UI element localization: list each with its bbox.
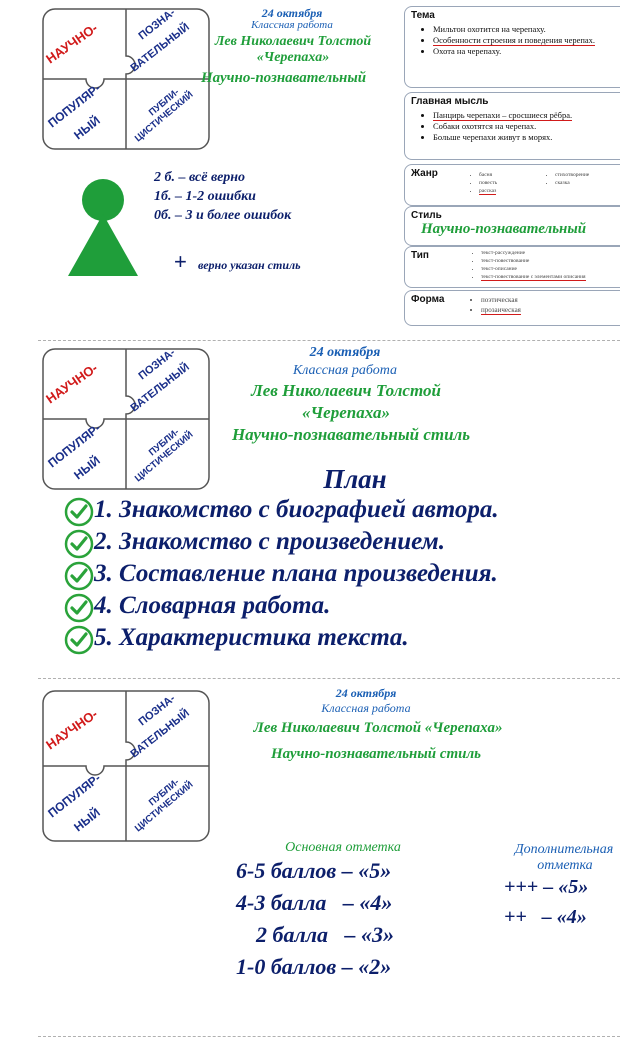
text-style: Научно-познавательный	[201, 70, 367, 86]
plan-item-2: 2. Знакомство с произведением.	[64, 528, 445, 559]
card-theme-title: Тема	[411, 10, 435, 21]
date: 24 октября	[261, 6, 323, 20]
extra-mark-label-1: Дополнительная	[514, 842, 614, 857]
work-title: «Черепаха»	[301, 403, 391, 422]
checkmark-icon	[64, 529, 94, 559]
grading-line-2: 1б. – 1-2 ошибки	[154, 189, 256, 204]
grading-line-3: 0б. – 3 и более ошибок	[154, 208, 292, 223]
plan-title: План	[323, 464, 387, 494]
form-item: прозаическая	[481, 305, 521, 315]
plus-sign: +	[174, 249, 187, 274]
checkmark-icon	[64, 593, 94, 623]
genre-item: стихотворение	[555, 171, 589, 179]
card-form-title: Форма	[411, 294, 445, 305]
puzzle-logo: НАУЧНО- ПОЗНА- ВАТЕЛЬНЫЙ ПОПУЛЯР- НЫЙ ПУ…	[42, 6, 210, 150]
author: Лев Николаевич Толстой	[251, 381, 441, 400]
main-idea-item: Больше черепахи живут в морях.	[433, 132, 572, 143]
card-main-idea-title: Главная мысль	[411, 96, 489, 107]
person-figure-icon	[68, 179, 138, 276]
puzzle-logo: НАУЧНО- ПОЗНА- ВАТЕЛЬНЫЙ ПОПУЛЯР- НЫЙ ПУ…	[42, 346, 210, 490]
plan-item-5: 5. Характеристика текста.	[64, 624, 409, 655]
theme-item: Особенности строения и поведения черепах…	[433, 35, 596, 46]
author: Лев Николаевич Толстой	[214, 34, 372, 49]
plan-item-4: 4. Словарная работа.	[64, 592, 330, 623]
type-item: текст-повествование	[481, 257, 586, 265]
genre-item: рассказ	[479, 187, 497, 195]
slide-divider	[38, 1036, 620, 1037]
type-item: текст-рассуждение	[481, 249, 586, 257]
author-title: Лев Николаевич Толстой «Черепаха»	[253, 720, 503, 736]
work-label: Классная работа	[292, 363, 398, 378]
work-label: Классная работа	[321, 701, 411, 715]
slide-divider	[38, 340, 620, 341]
text-style: Научно-познавательный стиль	[231, 425, 471, 444]
main-mark-1: 6-5 баллов – «5»	[236, 858, 392, 883]
checkmark-icon	[64, 497, 94, 527]
slide-3: НАУЧНО- ПОЗНА- ВАТЕЛЬНЫЙ ПОПУЛЯР- НЫЙ ПУ…	[0, 686, 620, 1040]
extra-mark-1: +++ – «5»	[504, 876, 589, 898]
theme-item: Мильтон охотится на черепаху.	[433, 24, 595, 35]
slide-1: НАУЧНО- ПОЗНА- ВАТЕЛЬНЫЙ ПОПУЛЯР- НЫЙ ПУ…	[0, 0, 620, 336]
genre-item: сказка	[555, 179, 589, 187]
slide-2: НАУЧНО- ПОЗНА- ВАТЕЛЬНЫЙ ПОПУЛЯР- НЫЙ ПУ…	[0, 336, 620, 686]
card-theme: Тема Мильтон охотится на черепаху. Особе…	[404, 6, 620, 88]
card-style-title: Стиль	[411, 210, 442, 221]
text-style: Научно-познавательный стиль	[270, 746, 482, 762]
work-label: Классная работа	[251, 19, 333, 31]
slide-divider	[38, 678, 620, 679]
card-style-value: Научно-познавательный	[421, 221, 587, 237]
main-idea-item: Панцирь черепахи – сросшиеся рёбра.	[433, 110, 573, 121]
date: 24 октября	[309, 345, 381, 360]
puzzle-logo: НАУЧНО- ПОЗНА- ВАТЕЛЬНЫЙ ПОПУЛЯР- НЫЙ ПУ…	[42, 690, 210, 842]
grading-line-1: 2 б. – всё верно	[154, 170, 246, 185]
extra-mark-2: ++ – «4»	[504, 906, 587, 928]
card-genre: Жанр басня повесть рассказ стихотворение…	[404, 164, 620, 206]
type-item: текст-описание	[481, 265, 586, 273]
main-mark-4: 1-0 баллов – «2»	[236, 954, 392, 979]
date: 24 октября	[335, 686, 397, 700]
card-form: Форма поэтическая прозаическая	[404, 290, 620, 326]
main-mark-label: Основная отметка	[285, 840, 401, 855]
card-type-title: Тип	[411, 250, 429, 261]
extra-mark-label-2: отметка	[537, 858, 593, 873]
form-item: поэтическая	[481, 295, 521, 305]
theme-item: Охота на черепаху.	[433, 46, 595, 57]
main-idea-item: Собаки охотятся на черепах.	[433, 121, 572, 132]
card-main-idea: Главная мысль Панцирь черепахи – сросшие…	[404, 92, 620, 160]
work-title: «Черепаха»	[256, 50, 330, 65]
checkmark-icon	[64, 561, 94, 591]
genre-item: басня	[479, 171, 497, 179]
checkmark-icon	[64, 625, 94, 655]
plus-explanation: верно указан стиль	[198, 258, 301, 272]
card-style: Стиль Научно-познавательный	[404, 206, 620, 246]
plan-item-1: 1. Знакомство с биографией автора.	[64, 496, 499, 527]
main-mark-3: 2 балла – «3»	[256, 922, 395, 947]
plan-item-3: 3. Составление плана произведения.	[64, 560, 498, 591]
genre-item: повесть	[479, 179, 497, 187]
main-mark-2: 4-3 балла – «4»	[236, 890, 393, 915]
card-type: Тип текст-рассуждение текст-повествовани…	[404, 246, 620, 288]
card-genre-title: Жанр	[411, 168, 438, 179]
type-item: текст-повествование с элементами описани…	[481, 273, 586, 281]
